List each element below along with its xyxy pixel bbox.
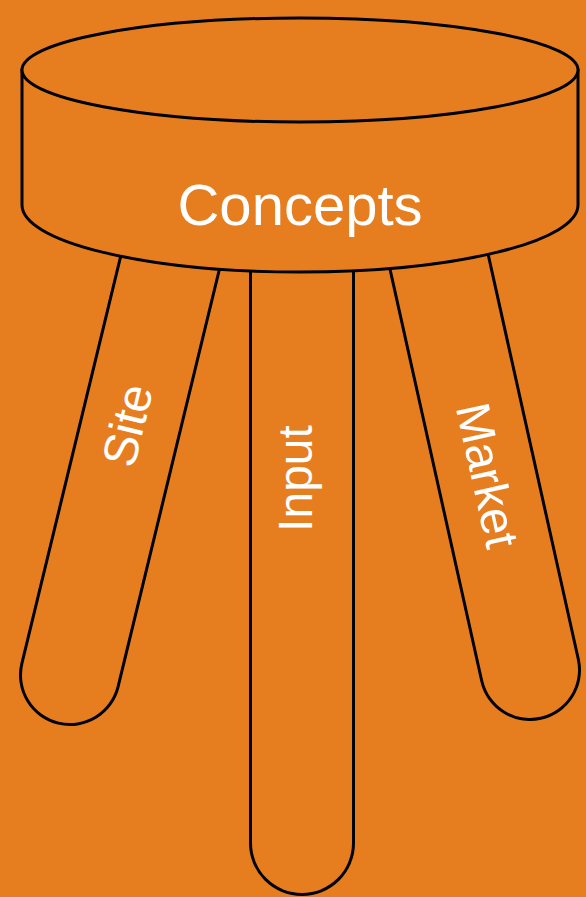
seat-label-box: Concepts bbox=[169, 169, 431, 241]
leg-outline bbox=[432, 230, 530, 670]
leg-fill bbox=[70, 230, 178, 675]
node-label: Market bbox=[444, 398, 527, 553]
node-label: Site bbox=[93, 379, 164, 472]
node-label: Concepts bbox=[177, 173, 422, 237]
leg-outline bbox=[70, 230, 178, 675]
leg-label-box: Input bbox=[266, 417, 327, 540]
stool-legs bbox=[70, 230, 530, 843]
stool-seat bbox=[22, 18, 578, 272]
leg-label-box: Market bbox=[439, 389, 534, 561]
leg-outline bbox=[249, 230, 355, 843]
leg-fill bbox=[252, 230, 352, 843]
seat-top bbox=[22, 18, 578, 122]
leg-fill bbox=[432, 230, 530, 670]
node-label: Input bbox=[270, 425, 323, 532]
leg-label-box: Site bbox=[87, 370, 170, 481]
